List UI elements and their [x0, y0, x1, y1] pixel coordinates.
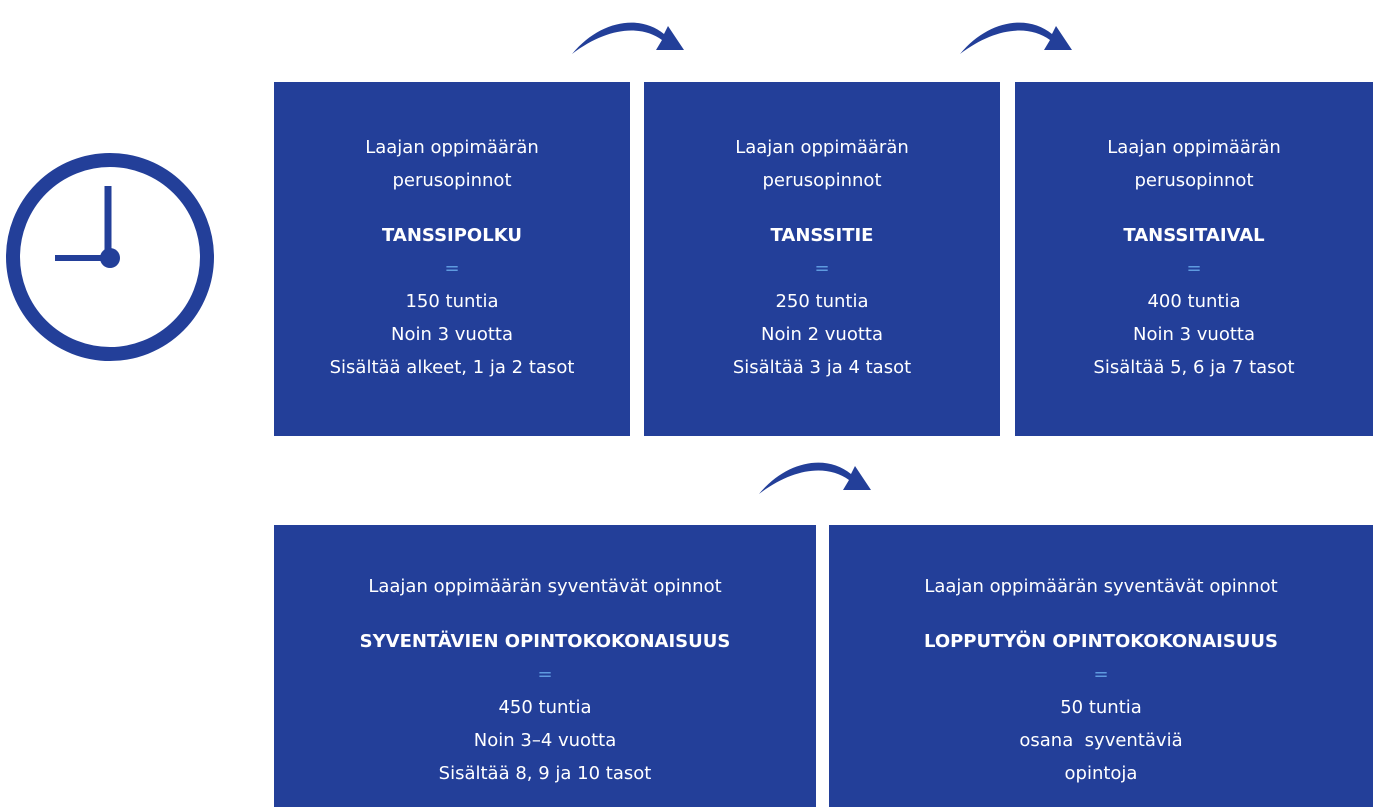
stage-name: LOPPUTYÖN OPINTOKOKONAISUUS	[923, 631, 1278, 652]
stage-name: TANSSIPOLKU	[382, 225, 522, 246]
stage-box-syventavien-opintokokonaisuus: Laajan oppimäärän syventävät opinnot SYV…	[274, 525, 816, 807]
stage-hours: 450 tuntia	[498, 697, 592, 718]
clock-icon	[6, 153, 214, 361]
curved-arrow-icon	[572, 22, 684, 54]
stage-heading: Laajan oppimäärän syventävät opinnot	[924, 576, 1278, 597]
stage-name: SYVENTÄVIEN OPINTOKOKONAISUUS	[359, 631, 731, 652]
equals-sign: =	[444, 258, 460, 279]
stage-hours: 250 tuntia	[775, 291, 869, 312]
stage-note-line2: opintoja	[1064, 763, 1138, 784]
stage-box-lopputyon-opintokokonaisuus: Laajan oppimäärän syventävät opinnot LOP…	[829, 525, 1373, 807]
stage-name: TANSSITAIVAL	[1123, 225, 1265, 246]
curved-arrow-icon	[759, 462, 871, 494]
stage-box-tanssitie: Laajan oppimäärän perusopinnot TANSSITIE…	[644, 82, 1000, 436]
stage-duration: Noin 2 vuotta	[760, 324, 883, 345]
stage-hours: 150 tuntia	[405, 291, 499, 312]
stage-levels: Sisältää 8, 9 ja 10 tasot	[438, 763, 652, 784]
stage-heading-line2: perusopinnot	[392, 170, 512, 191]
stage-duration: Noin 3–4 vuotta	[473, 730, 617, 751]
equals-sign: =	[537, 664, 553, 685]
stage-heading: Laajan oppimäärän syventävät opinnot	[368, 576, 722, 597]
curved-arrow-icon	[960, 22, 1072, 54]
stage-heading-line2: perusopinnot	[762, 170, 882, 191]
equals-sign: =	[814, 258, 830, 279]
stage-heading-line1: Laajan oppimäärän	[735, 137, 909, 158]
stage-levels: Sisältää 5, 6 ja 7 tasot	[1093, 357, 1295, 378]
stage-levels: Sisältää alkeet, 1 ja 2 tasot	[329, 357, 575, 378]
stage-heading-line1: Laajan oppimäärän	[365, 137, 539, 158]
stage-box-tanssipolku: Laajan oppimäärän perusopinnot TANSSIPOL…	[274, 82, 630, 436]
stage-name: TANSSITIE	[770, 225, 874, 246]
stage-box-tanssitaival: Laajan oppimäärän perusopinnot TANSSITAI…	[1015, 82, 1373, 436]
equals-sign: =	[1186, 258, 1202, 279]
stage-duration: Noin 3 vuotta	[390, 324, 513, 345]
stage-hours: 400 tuntia	[1147, 291, 1241, 312]
equals-sign: =	[1093, 664, 1109, 685]
stage-hours: 50 tuntia	[1060, 697, 1142, 718]
stage-duration: Noin 3 vuotta	[1132, 324, 1255, 345]
stage-heading-line1: Laajan oppimäärän	[1107, 137, 1281, 158]
stage-levels: Sisältää 3 ja 4 tasot	[732, 357, 912, 378]
stage-heading-line2: perusopinnot	[1134, 170, 1254, 191]
stage-note-line1: osana syventäviä	[1019, 730, 1183, 751]
